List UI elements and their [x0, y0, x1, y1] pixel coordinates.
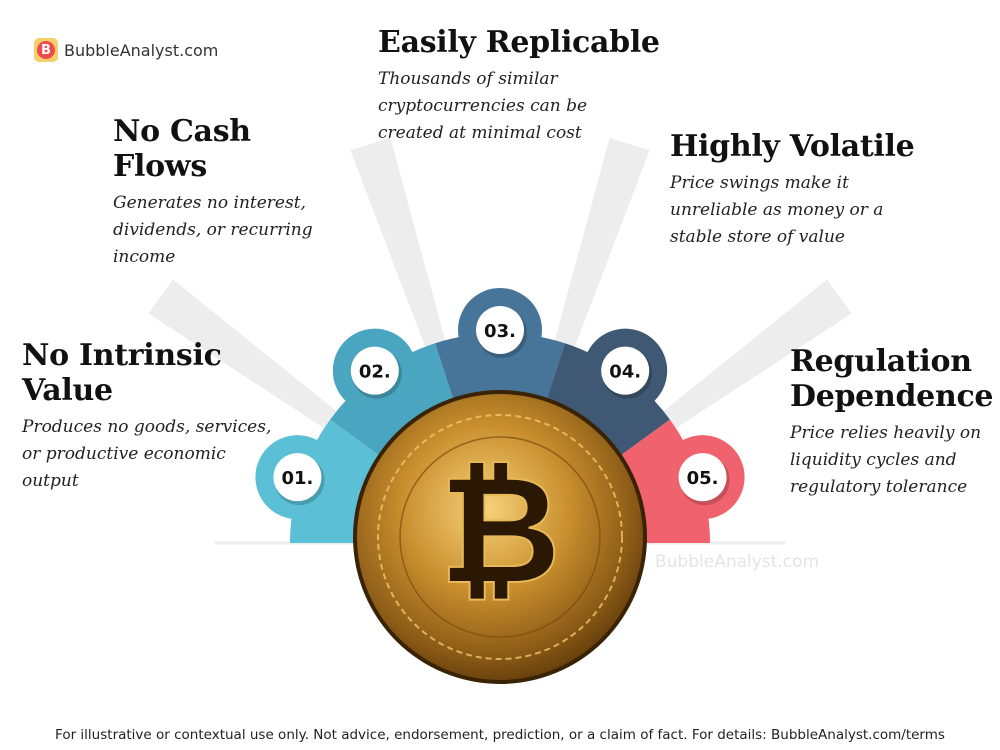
number-badge	[476, 306, 524, 354]
item-number: 03.	[484, 321, 516, 342]
brand-logo[interactable]: B BubbleAnalyst.com	[34, 38, 218, 62]
number-badge	[678, 453, 727, 502]
brand-name: BubbleAnalyst.com	[64, 40, 219, 60]
item-number: 05.	[687, 468, 719, 489]
item-04-text: Highly Volatile Price swings make it unr…	[670, 129, 930, 251]
item-title: Regulation Dependence	[790, 344, 994, 414]
number-badge	[350, 346, 399, 395]
bitcoin-symbol: ₿	[439, 444, 561, 618]
number-badge	[273, 453, 322, 502]
logo-icon: B	[34, 38, 58, 62]
item-title: No Cash Flows	[113, 114, 251, 184]
item-05-text: Regulation Dependence Price relies heavi…	[790, 344, 995, 501]
item-number: 04.	[609, 362, 641, 383]
item-description: Thousands of similar cryptocurrencies ca…	[378, 69, 588, 143]
watermark: BubbleAnalyst.com	[655, 552, 820, 572]
item-02-text: No Cash Flows Generates no interest, div…	[113, 114, 353, 271]
item-description: Produces no goods, services, or producti…	[22, 417, 272, 491]
disclaimer-footer: For illustrative or contextual use only.…	[55, 727, 945, 743]
bitcoin-coin-icon: ₿	[353, 390, 647, 684]
item-description: Price relies heavily on liquidity cycles…	[790, 423, 982, 497]
item-01-text: No Intrinsic Value Produces no goods, se…	[22, 338, 282, 495]
item-description: Price swings make it unreliable as money…	[670, 173, 884, 247]
item-title: Easily Replicable	[378, 25, 660, 60]
item-03-text: Easily Replicable Thousands of similar c…	[378, 25, 668, 147]
item-number: 02.	[359, 362, 391, 383]
item-number: 01.	[281, 468, 313, 489]
item-description: Generates no interest, dividends, or rec…	[113, 193, 313, 267]
item-title: Highly Volatile	[670, 129, 915, 164]
number-badge	[601, 346, 650, 395]
item-title: No Intrinsic Value	[22, 338, 222, 408]
